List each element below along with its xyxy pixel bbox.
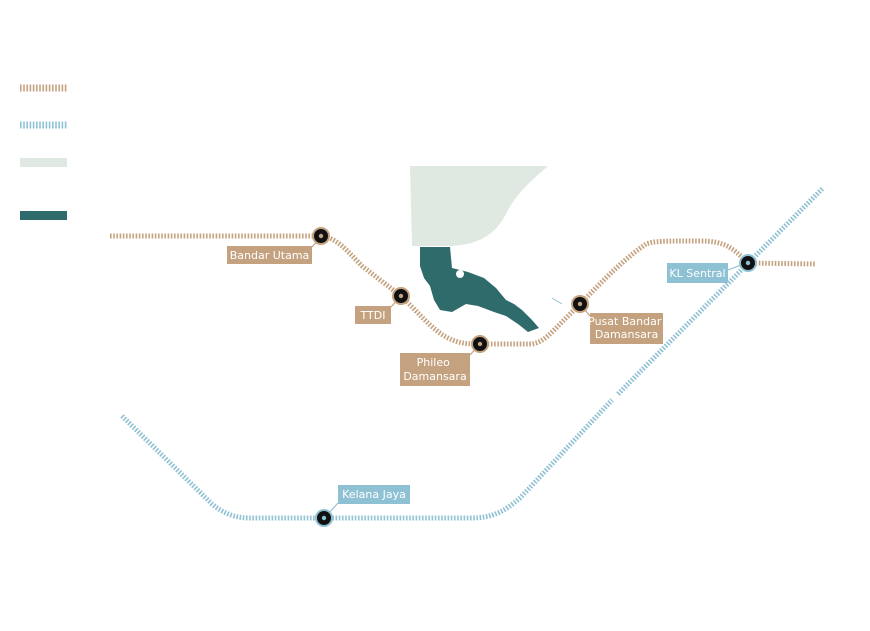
station-name: TTDI	[360, 309, 386, 322]
station-name: Phileo Damansara	[403, 356, 466, 383]
label-bg	[667, 263, 728, 283]
station-label-ttdi[interactable]: TTDI	[355, 306, 391, 324]
mrt-line	[110, 233, 817, 347]
legend-district-area-swatch	[20, 158, 67, 167]
station-markers	[312, 227, 757, 527]
district-area	[410, 166, 548, 246]
station-name: Bandar Utama	[230, 249, 310, 262]
station-kl-sentral-marker[interactable]	[739, 254, 757, 272]
station-pusat-bandar-damansara-marker[interactable]	[571, 295, 589, 313]
station-phileo-damansara-marker[interactable]	[471, 335, 489, 353]
station-label-pusat-bandar-damansara[interactable]: Pusat Bandar Damansara	[588, 313, 665, 344]
station-name: Kelana Jaya	[342, 488, 406, 501]
station-ttdi-marker[interactable]	[392, 287, 410, 305]
station-label-kl-sentral[interactable]: KL Sentral	[667, 263, 728, 283]
label-bg	[338, 485, 410, 504]
legend	[20, 84, 67, 220]
station-name: KL Sentral	[669, 267, 725, 280]
station-label-kelana-jaya[interactable]: Kelana Jaya	[338, 485, 410, 504]
station-name-line-1: Pusat Bandar	[588, 315, 662, 328]
label-bg	[400, 353, 470, 386]
station-name-line-2: Damansara	[403, 370, 466, 383]
station-name: Pusat Bandar Damansara	[588, 315, 665, 341]
legend-development-site-swatch	[20, 211, 67, 220]
label-bg	[355, 306, 391, 324]
site-notch	[456, 270, 464, 278]
lrt-line-segment-2	[616, 186, 825, 396]
station-kelana-jaya-marker[interactable]	[315, 509, 333, 527]
station-name-line-2: Damansara	[595, 328, 658, 341]
station-label-phileo-damansara[interactable]: Phileo Damansara	[400, 353, 470, 386]
development-site	[420, 247, 539, 332]
station-bandar-utama-marker[interactable]	[312, 227, 330, 245]
station-name-line-1: Phileo	[417, 356, 450, 369]
label-bg	[590, 313, 663, 344]
station-label-bandar-utama[interactable]: Bandar Utama	[227, 246, 312, 264]
lrt-line	[120, 398, 614, 521]
label-bg	[227, 246, 312, 264]
site-pointer	[551, 297, 563, 305]
